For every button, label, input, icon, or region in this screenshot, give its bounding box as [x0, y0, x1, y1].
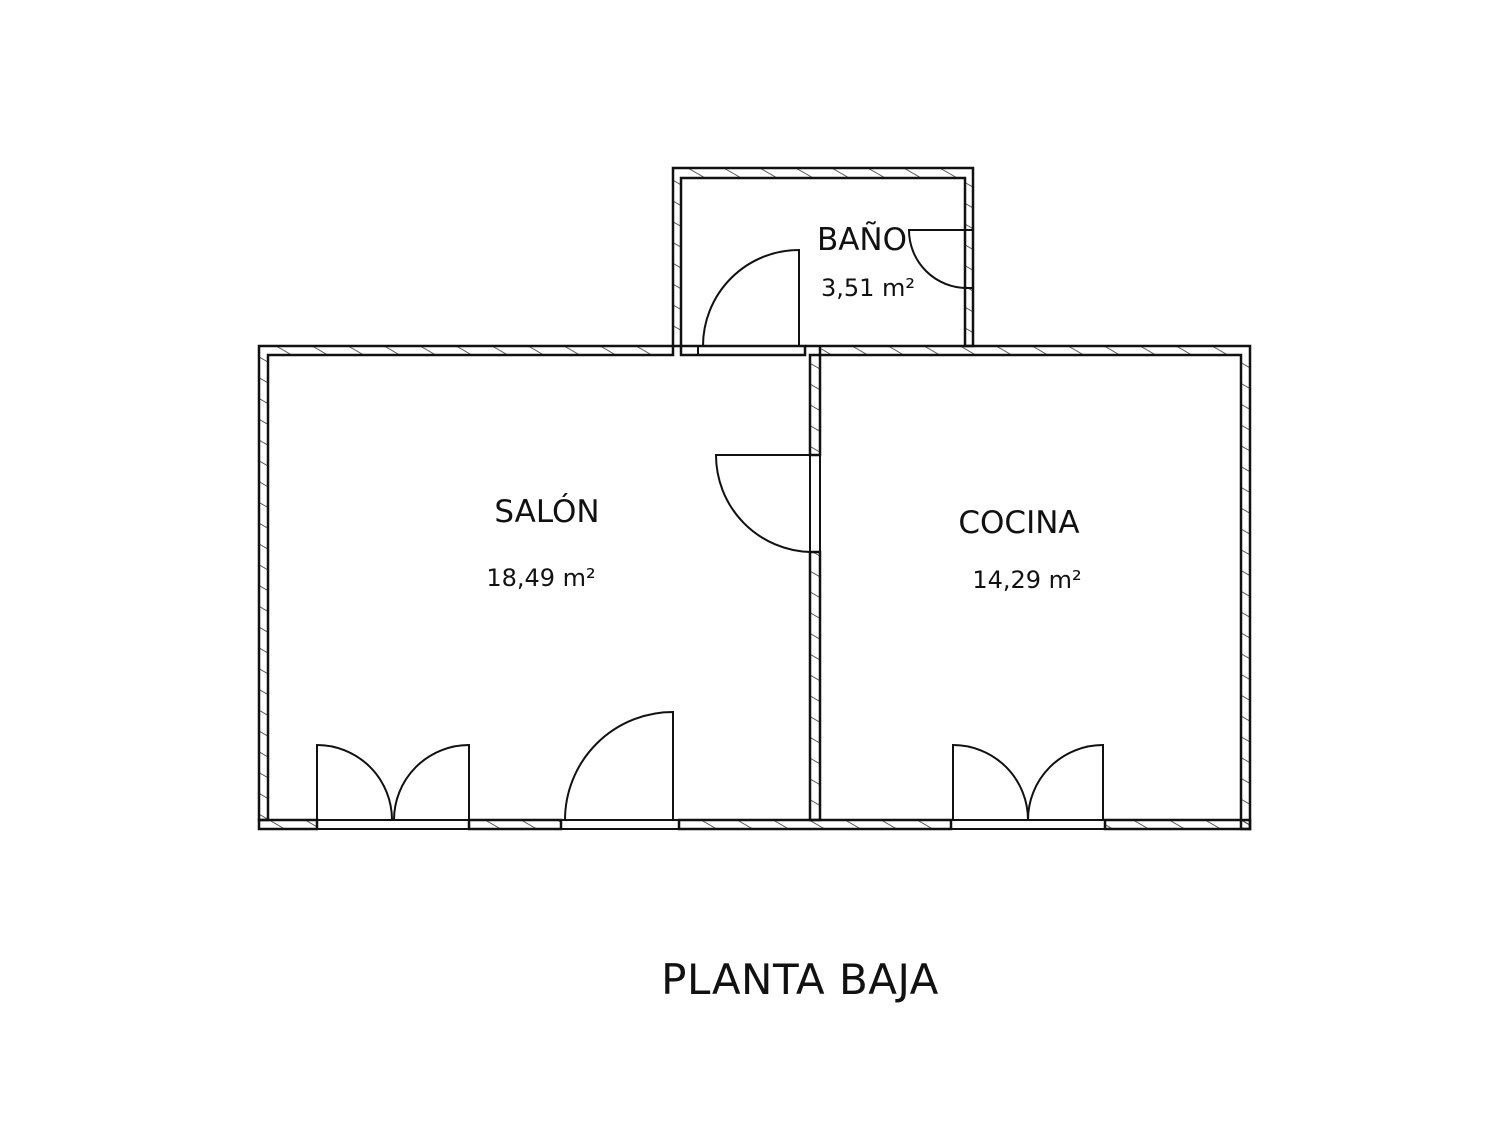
bottom-wall-seg: [257, 818, 319, 831]
bathroom-wall: [671, 166, 975, 348]
door-swing: [316, 743, 393, 821]
walls: [257, 166, 1252, 831]
partition-wall: [808, 550, 822, 822]
door-swing: [952, 743, 1029, 821]
room-name-living: SALÓN: [494, 494, 600, 530]
door-swing: [907, 229, 968, 289]
top-wall-right: [805, 344, 1252, 831]
bottom-wall-seg: [1103, 818, 1252, 831]
room-name-bathroom: BAÑO: [816, 222, 908, 258]
door-swing: [702, 248, 800, 347]
room-name-kitchen: COCINA: [958, 505, 1080, 541]
room-area-bathroom: 3,51 m²: [820, 274, 916, 302]
bottom-wall-seg: [677, 818, 953, 831]
room-area-kitchen: 14,29 m²: [972, 566, 1082, 594]
plan-title: PLANTA BAJA: [661, 955, 939, 1004]
door-swing: [393, 743, 470, 821]
partition-wall: [808, 353, 822, 457]
doors: [316, 229, 1104, 821]
bottom-wall-seg: [467, 818, 563, 831]
door-swing: [714, 454, 811, 553]
door-swing: [564, 710, 674, 821]
room-area-living: 18,49 m²: [486, 564, 596, 592]
top-wall: [257, 344, 675, 822]
door-swing: [1027, 743, 1104, 821]
